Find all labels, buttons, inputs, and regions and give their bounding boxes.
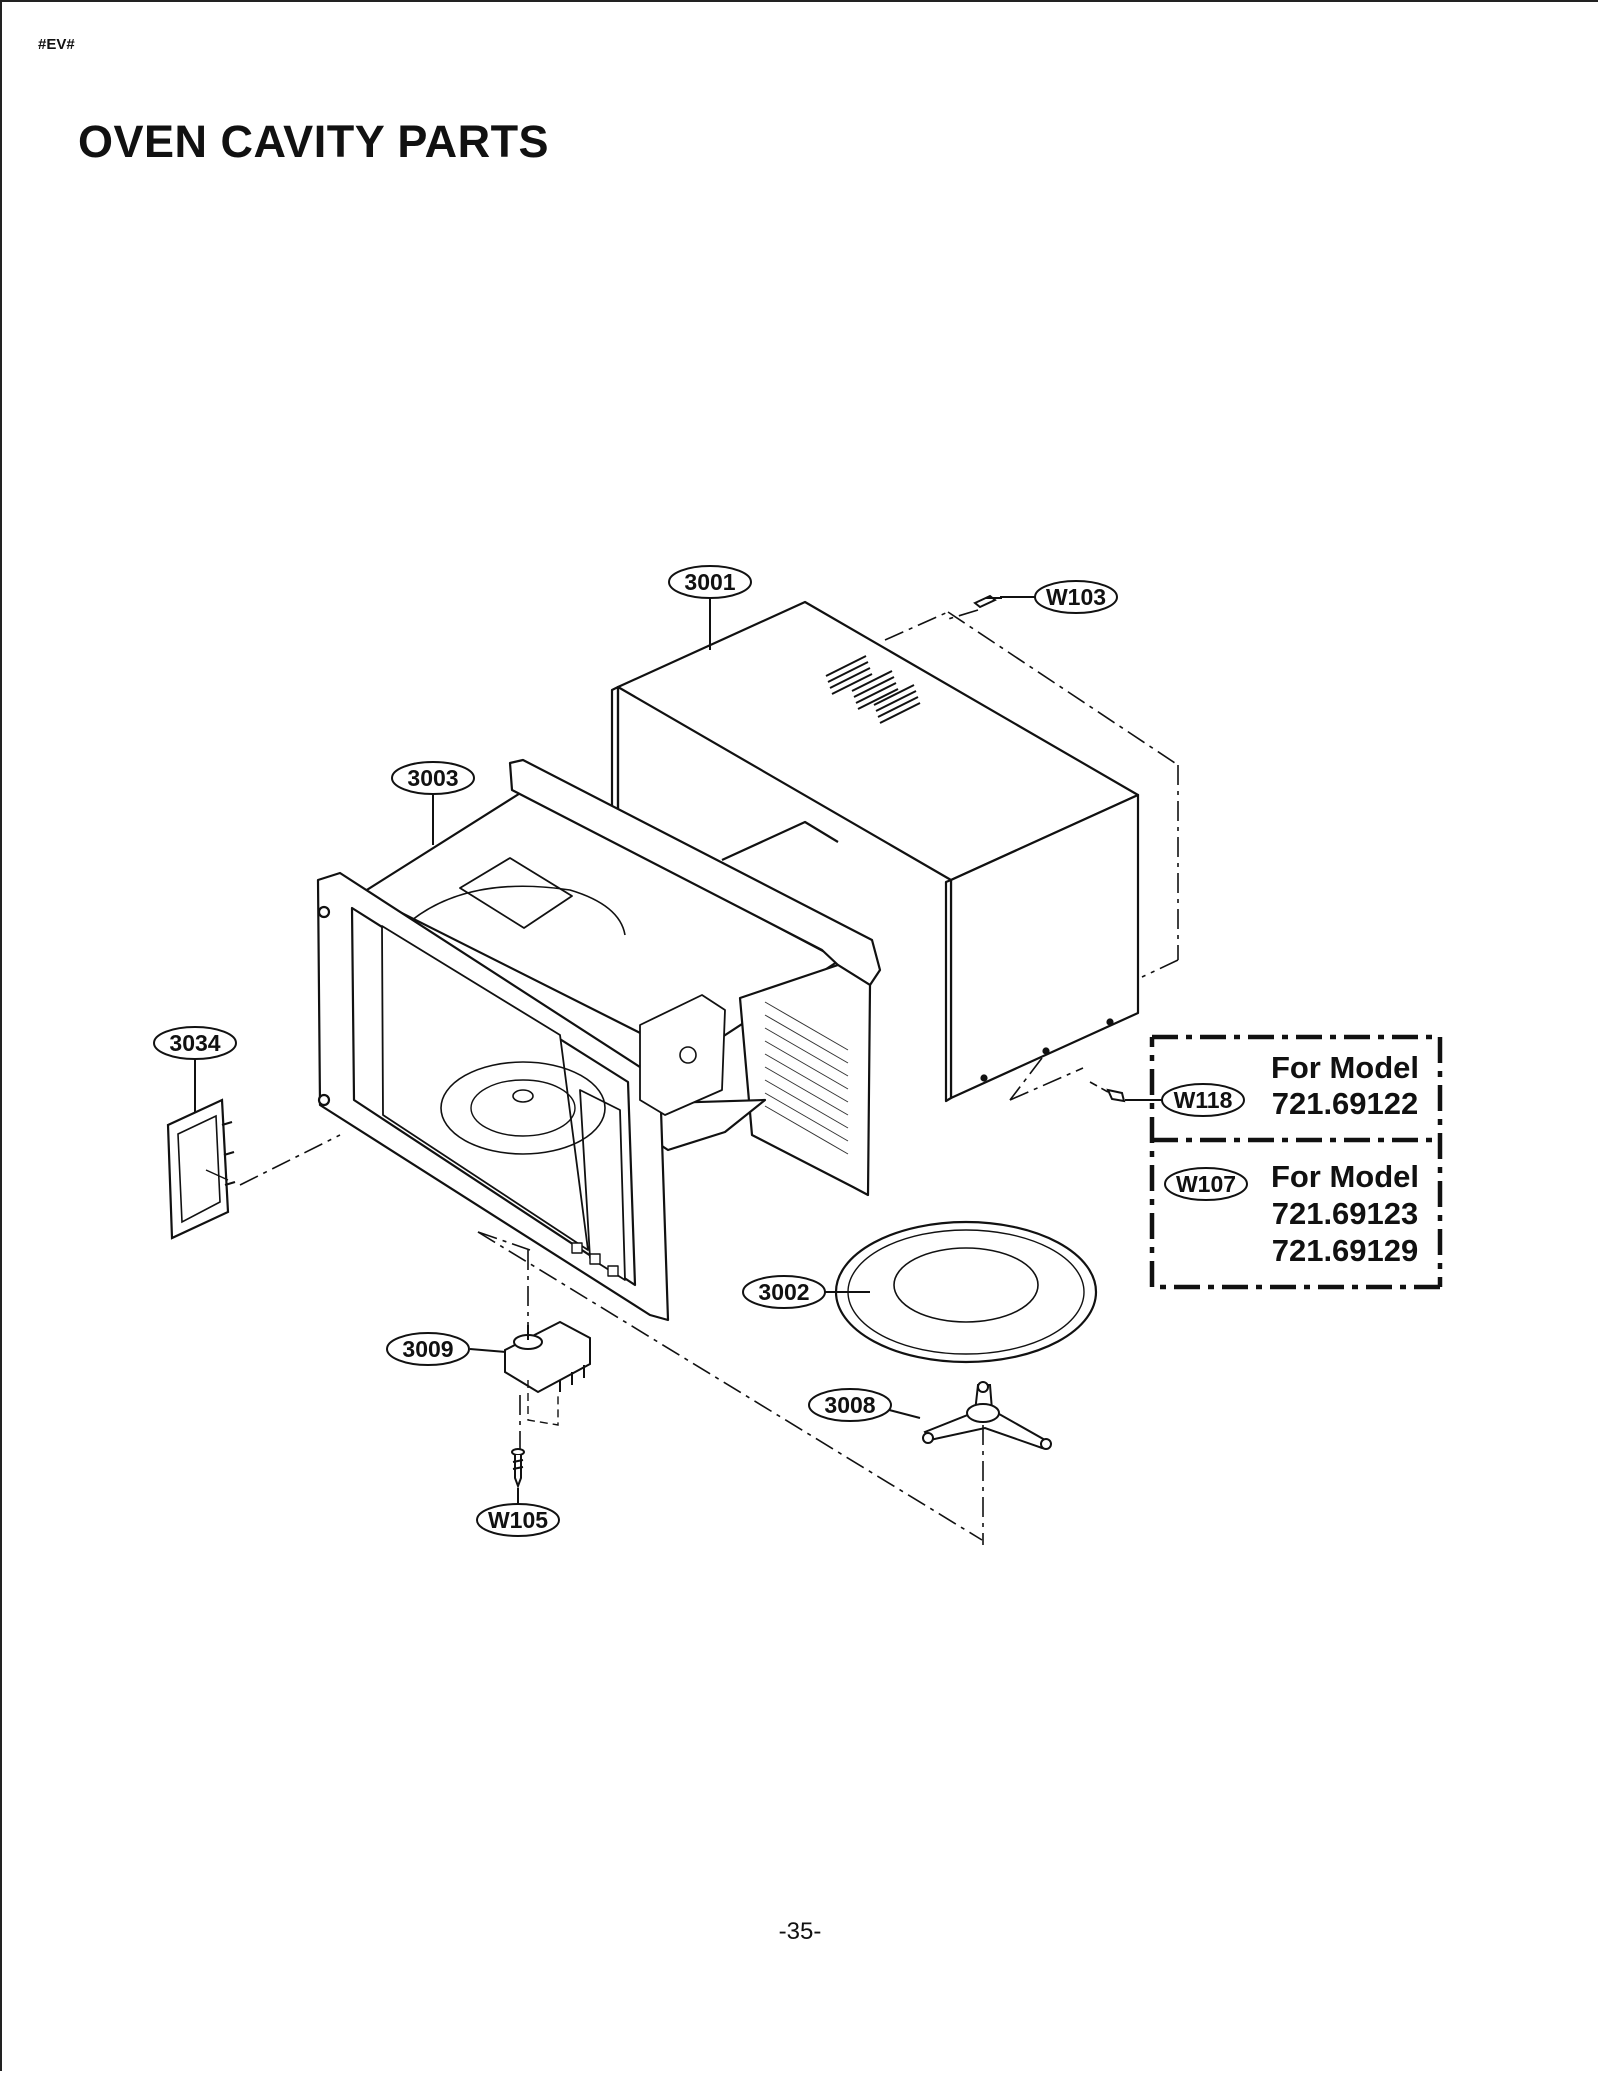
callout-3008: 3008 — [808, 1388, 892, 1422]
model-note-1-heading: For Model — [1271, 1050, 1419, 1085]
svg-text:3009: 3009 — [402, 1336, 453, 1362]
oven-cavity-part — [316, 758, 882, 1322]
waveguide-cover-part — [166, 1098, 236, 1240]
glass-tray-part — [834, 1220, 1098, 1364]
roller-guide-part — [922, 1381, 1052, 1450]
svg-text:3034: 3034 — [169, 1030, 220, 1056]
svg-text:3001: 3001 — [684, 569, 735, 595]
screw-w118 — [1106, 1088, 1126, 1103]
page-number: -35- — [778, 1918, 822, 1945]
model-note-1-model: 721.69122 — [1272, 1086, 1419, 1121]
model-note-2-model-2: 721.69129 — [1272, 1233, 1419, 1268]
svg-text:3003: 3003 — [407, 765, 458, 791]
outer-cabinet-part — [610, 600, 1140, 1103]
svg-text:3008: 3008 — [824, 1392, 875, 1418]
callout-3009: 3009 — [386, 1332, 470, 1366]
svg-text:W118: W118 — [1174, 1087, 1233, 1113]
callout-3001: 3001 — [668, 565, 752, 599]
model-note-2-heading: For Model — [1271, 1159, 1419, 1194]
callout-w105: W105 — [476, 1503, 560, 1537]
screw-w105 — [511, 1448, 525, 1489]
svg-text:3002: 3002 — [758, 1279, 809, 1305]
callout-w103: W103 — [1034, 580, 1118, 614]
page-title: OVEN CAVITY PARTS — [78, 116, 550, 167]
screw-w103 — [973, 594, 1002, 609]
document-code: #EV# — [38, 36, 75, 53]
svg-text:W103: W103 — [1046, 584, 1106, 610]
callout-3034: 3034 — [153, 1026, 237, 1060]
callout-w118: W118 — [1161, 1083, 1245, 1117]
model-note-2-model-1: 721.69123 — [1272, 1196, 1419, 1231]
model-note-box: W118 W107 For Model 721.69122 For Model … — [1149, 1034, 1443, 1290]
callout-3003: 3003 — [391, 761, 475, 795]
vent-mesh — [764, 1001, 849, 1155]
svg-text:W107: W107 — [1176, 1171, 1236, 1197]
svg-text:W105: W105 — [488, 1507, 548, 1533]
callout-3002: 3002 — [742, 1275, 826, 1309]
callout-w107: W107 — [1164, 1167, 1248, 1201]
turntable-motor-part — [504, 1320, 591, 1394]
